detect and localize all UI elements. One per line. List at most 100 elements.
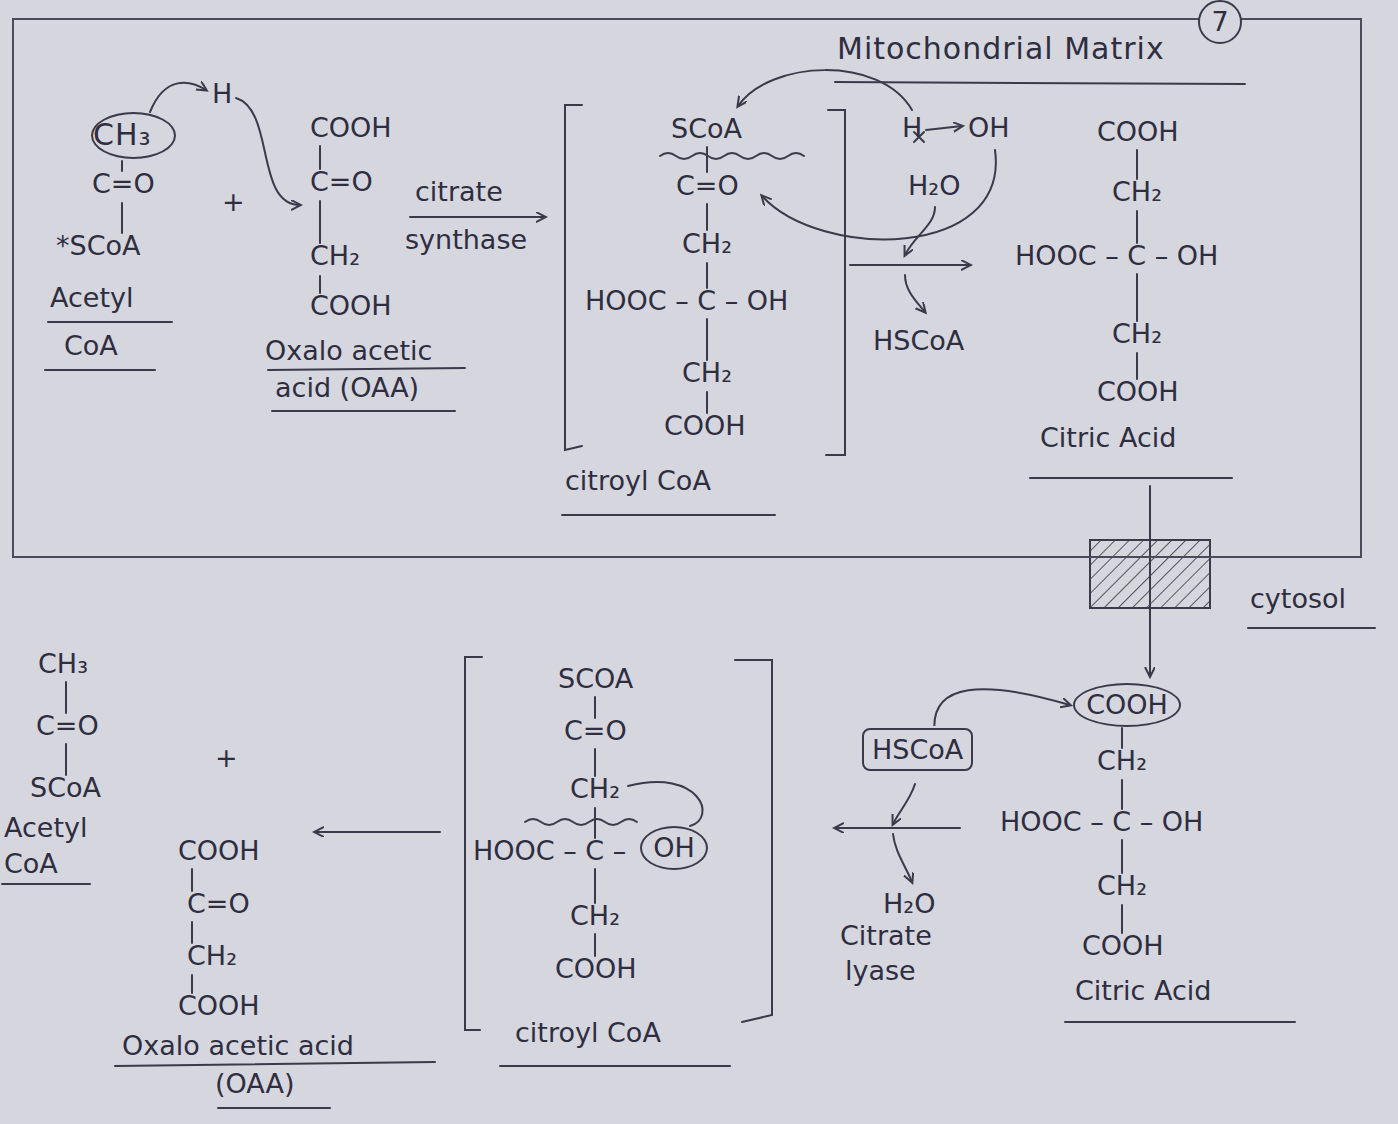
curved-arrow [628, 782, 703, 826]
text-label: acid (OAA) [275, 372, 419, 403]
bond-line [1121, 780, 1123, 809]
text-label: SCOA [558, 663, 633, 694]
bond-line [594, 697, 596, 718]
text-label: C=O [92, 168, 155, 199]
bond-line [706, 147, 708, 172]
reaction-arrow [315, 831, 440, 833]
underline [2, 883, 90, 885]
text-label: CH₂ [1112, 318, 1162, 349]
underline [835, 82, 1245, 84]
text-label: HOOC – C – OH [1015, 240, 1218, 271]
bond-line [191, 922, 193, 943]
text-label: *SCoA [56, 230, 140, 261]
bond-line [1121, 840, 1123, 873]
bond-line [706, 263, 708, 288]
text-label: citroyl CoA [515, 1017, 661, 1048]
text-label: CH₂ [682, 228, 732, 259]
text-label: HOOC – C – OH [1000, 806, 1203, 837]
side-arrow [893, 834, 912, 882]
text-label: C=O [676, 170, 739, 201]
text-label: + [215, 742, 238, 773]
text-label: OH [968, 112, 1010, 143]
underline [500, 1065, 730, 1067]
text-label: HSCoA [873, 325, 964, 356]
underline [48, 321, 172, 323]
text-label: H₂O [908, 170, 960, 201]
bracket [826, 110, 845, 455]
text-label: COOH [1082, 930, 1164, 961]
highlight-circle: CH₃ [91, 112, 176, 159]
text-label: CH₂ [1112, 176, 1162, 207]
text-label: + [222, 186, 245, 217]
underline [115, 1062, 435, 1066]
highlight-circle: COOH [1073, 683, 1181, 727]
text-label: Oxalo acetic acid [122, 1030, 354, 1061]
underline [272, 410, 455, 412]
bond-line [706, 204, 708, 230]
text-label: Acetyl [50, 282, 134, 313]
reaction-arrow [410, 216, 545, 218]
side-arrow [905, 207, 935, 255]
text-label: COOH [1097, 376, 1179, 407]
underline [1248, 627, 1375, 629]
text-label: citrate [415, 176, 503, 207]
text-label: CoA [4, 848, 58, 879]
transport-arrow [1149, 486, 1151, 676]
text-label: COOH [310, 290, 392, 321]
text-label: COOH [178, 990, 260, 1021]
bond-line [1136, 211, 1138, 243]
underline [562, 514, 775, 516]
text-label: Citric Acid [1040, 422, 1176, 453]
text-label: Oxalo acetic [265, 335, 432, 366]
text-label: COOH [1097, 116, 1179, 147]
bond-line [121, 203, 123, 233]
text-label: CH₃ [38, 648, 88, 679]
bracket [735, 660, 772, 1022]
node-text: COOH [1075, 689, 1179, 720]
curved-arrow [236, 98, 300, 205]
text-label: Acetyl [4, 812, 88, 843]
bond-line [319, 201, 321, 243]
node-text: OH [642, 832, 706, 863]
node-text: 7 [1200, 6, 1240, 37]
text-label: CoA [64, 330, 118, 361]
bond-line [594, 808, 596, 838]
bond-line [65, 682, 67, 713]
bond-line [191, 869, 193, 891]
node-text: HSCoA [872, 734, 963, 765]
text-label: COOH [664, 410, 746, 441]
curved-arrow [762, 150, 996, 239]
bond-line [706, 319, 708, 360]
bracket [565, 105, 582, 450]
text-label: SCoA [671, 113, 742, 144]
bond-line [594, 749, 596, 776]
text-label: (OAA) [215, 1068, 295, 1099]
bond-line [1121, 905, 1123, 933]
text-label: C=O [310, 166, 373, 197]
text-label: lyase [845, 955, 916, 986]
text-label: H [902, 112, 922, 143]
underline [218, 1107, 330, 1109]
underline [1030, 477, 1232, 479]
text-label: CH₂ [682, 357, 732, 388]
highlight-circle: OH [640, 826, 708, 870]
text-label: CH₂ [1097, 870, 1147, 901]
text-label: HOOC – C – [473, 835, 626, 866]
side-arrow [905, 275, 925, 312]
text-label: C=O [564, 715, 627, 746]
reaction-arrow [835, 827, 960, 829]
bond-line [65, 744, 67, 775]
text-label: C=O [187, 888, 250, 919]
underline [1065, 1021, 1295, 1023]
text-label: Citrate [840, 920, 932, 951]
node-text: CH₃ [93, 118, 152, 153]
bond-line [1136, 274, 1138, 321]
bond-line [594, 869, 596, 903]
curved-arrow [738, 70, 912, 110]
text-label: citroyl CoA [565, 465, 711, 496]
reaction-arrow [850, 264, 970, 266]
text-label: COOH [310, 112, 392, 143]
text-label: H [212, 78, 232, 109]
curved-arrow [926, 126, 962, 130]
